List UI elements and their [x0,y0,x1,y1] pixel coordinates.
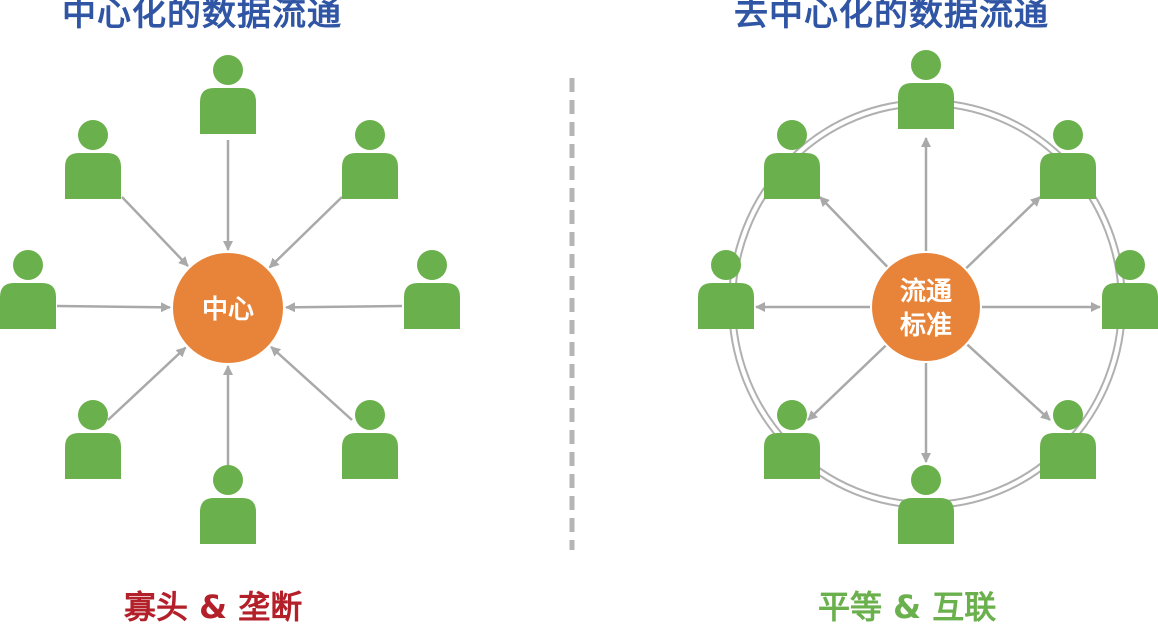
left-arrow-6 [270,345,353,421]
right-arrow-1 [819,196,889,268]
left-title: 中心化的数据流通 [62,0,342,34]
right-arrow-6 [966,343,1051,421]
person-head-icon [417,250,447,280]
person-body-icon [1040,433,1096,479]
left-arrow-3 [56,302,172,313]
left-person-0 [200,55,256,134]
left-person-7 [200,465,256,544]
person-head-icon [213,55,243,85]
left-person-6 [342,400,398,479]
left-person-5 [65,400,121,479]
person-body-icon [1102,283,1158,329]
left-center-node: 中心 [173,253,283,363]
person-body-icon [764,433,820,479]
person-body-icon [764,153,820,199]
person-body-icon [200,88,256,134]
right-person-1 [764,120,820,199]
person-body-icon [898,83,954,129]
person-head-icon [911,465,941,495]
right-center-label-1: 流通 [900,277,952,307]
person-head-icon [78,400,108,430]
person-head-icon [1115,250,1145,280]
right-arrow-2 [965,196,1041,270]
person-head-icon [13,250,43,280]
person-body-icon [200,498,256,544]
person-body-icon [404,283,460,329]
person-head-icon [213,465,243,495]
right-center-label-2: 标准 [900,311,952,341]
person-head-icon [777,400,807,430]
left-person-3 [0,250,56,329]
right-person-3 [698,250,754,329]
person-body-icon [342,433,398,479]
right-person-7 [898,465,954,544]
person-body-icon [0,283,56,329]
right-person-0 [898,50,954,129]
person-body-icon [65,153,121,199]
left-person-2 [342,120,398,199]
right-caption: 平等 & 互联 [818,588,997,626]
right-center-node: 流通 标准 [872,253,980,361]
left-arrow-5 [107,346,187,421]
person-head-icon [777,120,807,150]
person-head-icon [1053,120,1083,150]
left-center-label: 中心 [202,295,254,325]
right-title: 去中心化的数据流通 [734,0,1049,34]
person-head-icon [78,120,108,150]
person-body-icon [1040,153,1096,199]
person-body-icon [898,498,954,544]
right-person-2 [1040,120,1096,199]
person-body-icon [65,433,121,479]
right-person-5 [764,400,820,479]
person-head-icon [355,400,385,430]
person-body-icon [342,153,398,199]
person-head-icon [911,50,941,80]
left-arrow-2 [268,196,343,269]
left-person-1 [65,120,121,199]
person-body-icon [698,283,754,329]
person-head-icon [355,120,385,150]
left-arrow-4 [284,302,403,313]
person-head-icon [1053,400,1083,430]
left-arrow-1 [121,196,189,267]
left-caption: 寡头 & 垄断 [124,588,303,626]
right-arrow-5 [807,344,887,421]
left-person-4 [404,250,460,329]
person-head-icon [711,250,741,280]
right-person-6 [1040,400,1096,479]
right-person-4 [1102,250,1158,329]
